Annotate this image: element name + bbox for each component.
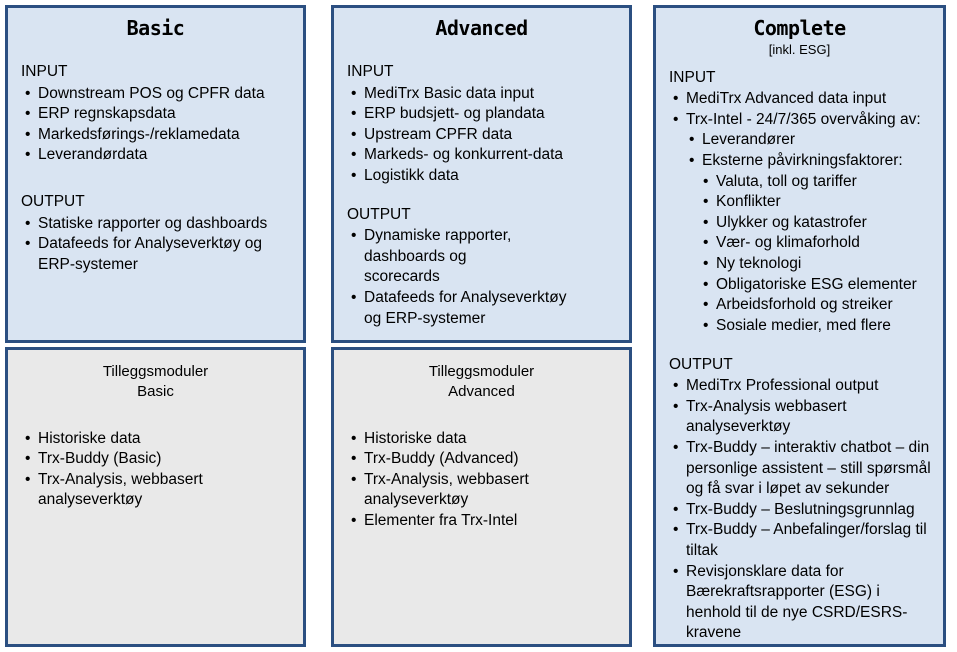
section-output-basic: OUTPUT Statiske rapporter og dashboards …: [8, 192, 303, 275]
list-item: ERP budsjett- og plandata: [334, 104, 629, 125]
panel-complete-body: INPUT MediTrx Advanced data input Trx-In…: [656, 68, 943, 644]
list-input-basic: Downstream POS og CPFR data ERP regnskap…: [8, 84, 303, 166]
list-item: Dynamiske rapporter, dashboards og score…: [334, 226, 629, 288]
list-item: Sosiale medier, med flere: [656, 316, 943, 337]
list-item: Leverandørdata: [8, 145, 303, 166]
list-item: Trx-Buddy (Advanced): [334, 449, 629, 470]
list-item: Trx-Analysis webbasert analyseverktøy: [656, 397, 943, 438]
list-item: Konflikter: [656, 192, 943, 213]
spacer: [8, 166, 303, 192]
list-input-complete-sub-2: Valuta, toll og tariffer Konflikter Ulyk…: [656, 172, 943, 337]
list-item: Eksterne påvirkningsfaktorer:: [656, 151, 943, 172]
section-label-input-basic: INPUT: [21, 63, 68, 80]
section-label-output-complete: OUTPUT: [669, 355, 733, 373]
panel-addons-basic-body: Historiske data Trx-Buddy (Basic) Trx-An…: [8, 403, 303, 511]
list-item: Historiske data: [8, 429, 303, 450]
list-item: Downstream POS og CPFR data: [8, 84, 303, 105]
panel-title-complete: Complete: [753, 16, 846, 40]
list-item: Obligatoriske ESG elementer: [656, 275, 943, 296]
panel-advanced-body: INPUT MediTrx Basic data input ERP budsj…: [334, 40, 629, 329]
list-item: Datafeeds for Analyseverktøy og ERP-syst…: [334, 288, 629, 329]
addons-basic-title-line2: Basic: [137, 383, 174, 401]
panel-complete: Complete [inkl. ESG] INPUT MediTrx Advan…: [653, 5, 946, 647]
panel-addons-basic: Tilleggsmoduler Basic Historiske data Tr…: [5, 347, 306, 647]
panel-title-advanced: Advanced: [435, 16, 528, 40]
list-output-complete: MediTrx Professional output Trx-Analysis…: [656, 376, 943, 644]
section-label-output-basic: OUTPUT: [21, 193, 85, 211]
list-item: ERP regnskapsdata: [8, 104, 303, 125]
section-output-complete: OUTPUT MediTrx Professional output Trx-A…: [656, 355, 943, 645]
panel-basic-body: INPUT Downstream POS og CPFR data ERP re…: [8, 40, 303, 275]
section-output-advanced: OUTPUT Dynamiske rapporter, dashboards o…: [334, 205, 629, 330]
section-input-advanced: INPUT MediTrx Basic data input ERP budsj…: [334, 62, 629, 187]
list-item: Trx-Buddy (Basic): [8, 449, 303, 470]
list-item: Statiske rapporter og dashboards: [8, 214, 303, 235]
panel-advanced: Advanced INPUT MediTrx Basic data input …: [331, 5, 632, 343]
list-input-complete: MediTrx Advanced data input Trx-Intel - …: [656, 89, 943, 130]
list-item: Valuta, toll og tariffer: [656, 172, 943, 193]
list-item: Markeds- og konkurrent-data: [334, 145, 629, 166]
list-item: MediTrx Basic data input: [334, 84, 629, 105]
addons-basic-title-line1: Tilleggsmoduler: [102, 363, 209, 380]
list-item: MediTrx Professional output: [656, 376, 943, 397]
list-input-complete-sub-1: Leverandører Eksterne påvirkningsfaktore…: [656, 130, 943, 171]
list-item: Elementer fra Trx-Intel: [334, 511, 629, 532]
list-item: Leverandører: [656, 130, 943, 151]
panel-basic: Basic INPUT Downstream POS og CPFR data …: [5, 5, 306, 343]
list-item: Historiske data: [334, 429, 629, 450]
list-item: Trx-Buddy – Beslutningsgrunnlag: [656, 500, 943, 521]
list-item: Trx-Intel - 24/7/365 overvåking av:: [656, 110, 943, 131]
panel-title-addons-basic: Tilleggsmoduler Basic: [8, 350, 303, 403]
section-label-output-advanced: OUTPUT: [347, 205, 411, 223]
list-item: Vær- og klimaforhold: [656, 233, 943, 254]
addons-advanced-title-line1: Tilleggsmoduler: [428, 363, 535, 380]
panel-title-addons-advanced: Tilleggsmoduler Advanced: [334, 350, 629, 403]
list-output-basic: Statiske rapporter og dashboards Datafee…: [8, 214, 303, 276]
panel-addons-advanced-body: Historiske data Trx-Buddy (Advanced) Trx…: [334, 403, 629, 532]
list-item: Trx-Buddy – interaktiv chatbot – din per…: [656, 438, 943, 500]
list-item: Revisjonsklare data for Bærekraftsrappor…: [656, 562, 943, 644]
list-item: Arbeidsforhold og streiker: [656, 295, 943, 316]
list-item: Ulykker og katastrofer: [656, 213, 943, 234]
panel-title-basic: Basic: [126, 16, 185, 40]
section-input-basic: INPUT Downstream POS og CPFR data ERP re…: [8, 62, 303, 166]
list-item: Trx-Analysis, webbasert analyseverktøy: [334, 470, 629, 511]
panel-subtitle-complete: [inkl. ESG]: [768, 42, 831, 57]
list-output-advanced: Dynamiske rapporter, dashboards og score…: [334, 226, 629, 329]
list-input-advanced: MediTrx Basic data input ERP budsjett- o…: [334, 84, 629, 187]
panel-addons-advanced: Tilleggsmoduler Advanced Historiske data…: [331, 347, 632, 647]
list-addons-basic: Historiske data Trx-Buddy (Basic) Trx-An…: [8, 429, 303, 511]
list-item: Markedsførings-/reklamedata: [8, 125, 303, 146]
section-label-input-advanced: INPUT: [347, 63, 394, 80]
list-item: Datafeeds for Analyseverktøy og ERP-syst…: [8, 234, 303, 275]
list-item: Trx-Buddy – Anbefalinger/forslag til til…: [656, 520, 943, 561]
list-addons-advanced: Historiske data Trx-Buddy (Advanced) Trx…: [334, 429, 629, 532]
list-item: Ny teknologi: [656, 254, 943, 275]
spacer: [656, 58, 943, 68]
spacer: [656, 337, 943, 355]
section-input-complete: INPUT MediTrx Advanced data input Trx-In…: [656, 68, 943, 337]
list-item: Upstream CPFR data: [334, 125, 629, 146]
spacer: [334, 187, 629, 205]
addons-advanced-title-line2: Advanced: [448, 383, 515, 401]
list-item: Logistikk data: [334, 166, 629, 187]
list-item: Trx-Analysis, webbasert analyseverktøy: [8, 470, 303, 511]
list-item: MediTrx Advanced data input: [656, 89, 943, 110]
section-label-input-complete: INPUT: [669, 68, 716, 86]
